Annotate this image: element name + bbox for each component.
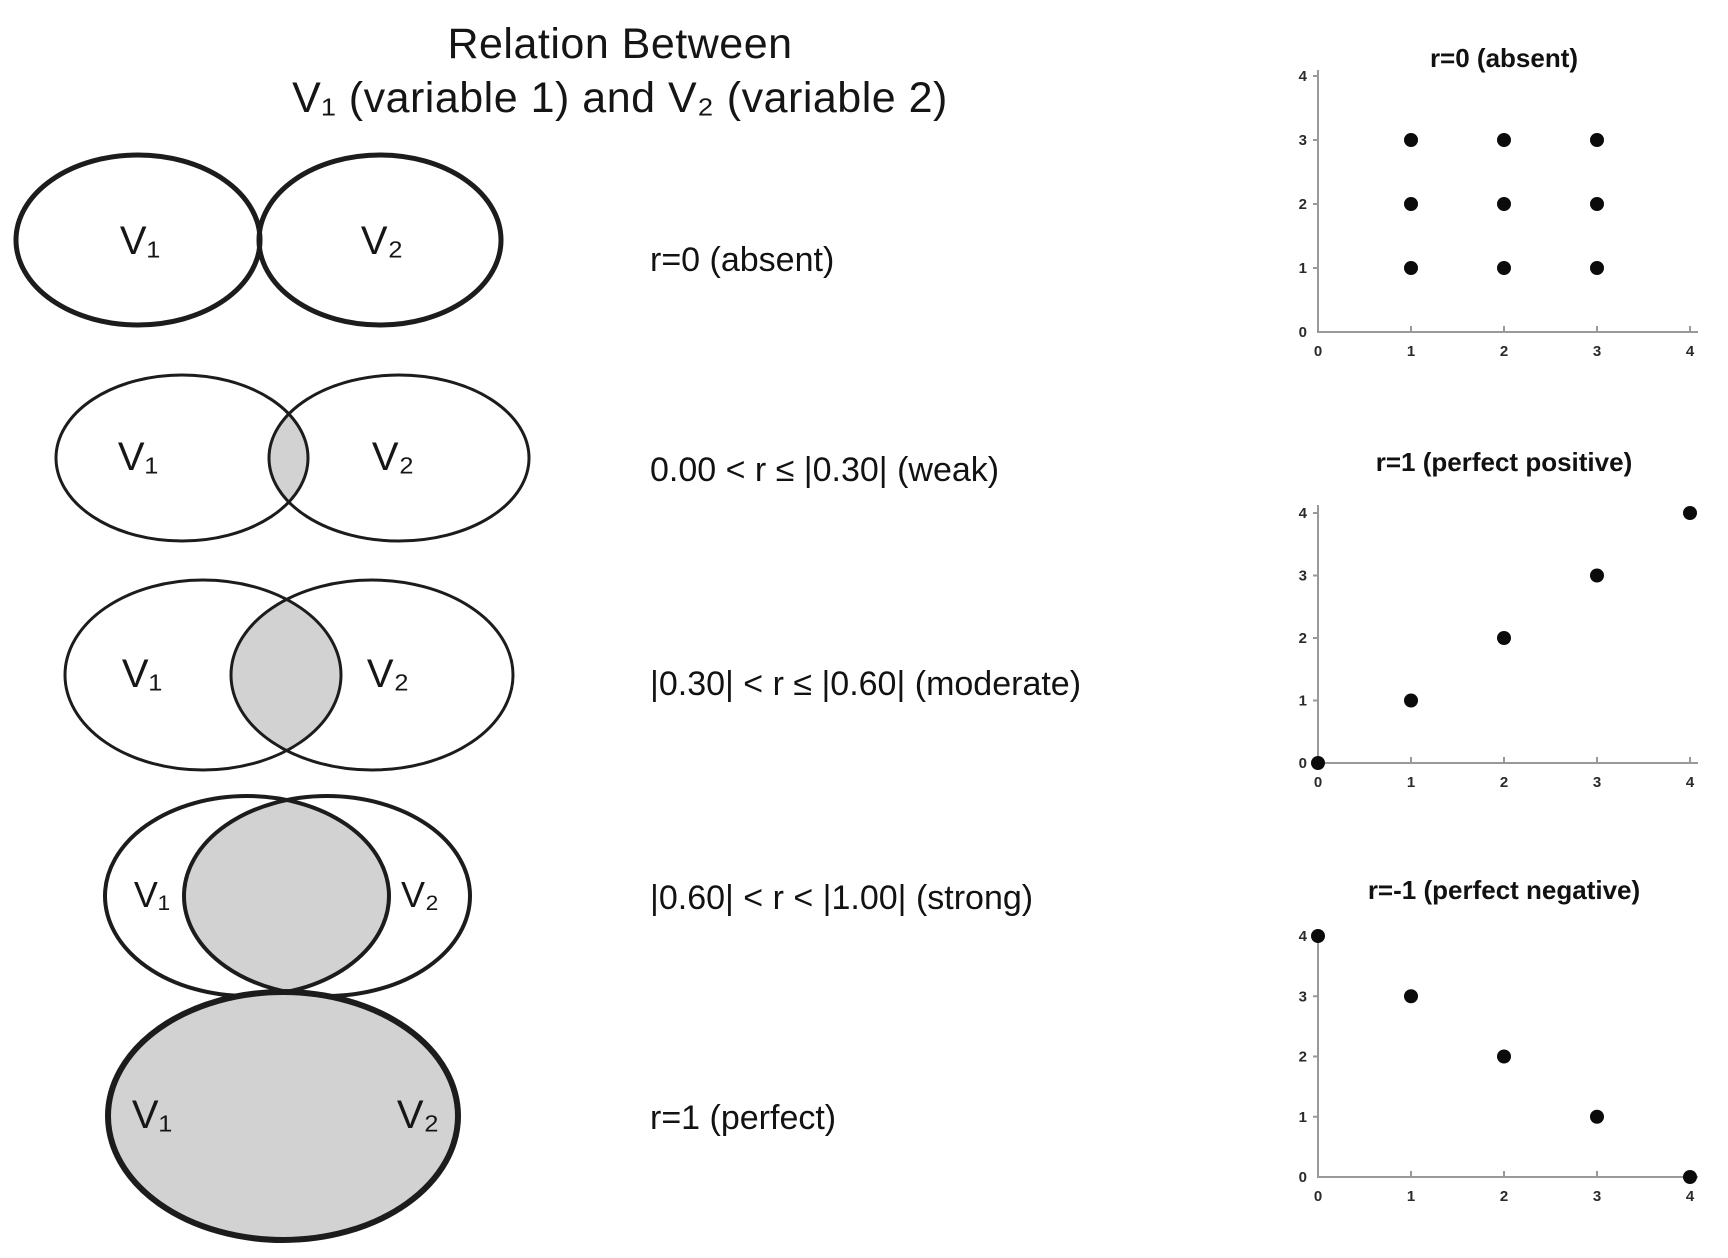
venn-ellipse-v1 (54, 373, 310, 543)
scatter-plot-1: 0 1 2 3 4 0 1 2 3 4 r=1 (perfect positive) (1299, 447, 1698, 791)
venn-v2-label: V₂ (361, 219, 403, 263)
x-tick-label: 3 (1593, 774, 1601, 791)
x-tick-label: 2 (1500, 1188, 1508, 1205)
venn-moderate: V₁ V₂ (63, 578, 515, 772)
scatter-point (1590, 261, 1604, 275)
venn-weak: V₁ V₂ (54, 373, 531, 543)
y-tick-label: 0 (1299, 755, 1307, 772)
scatter-point (1404, 197, 1418, 211)
scatter-point (1404, 133, 1418, 147)
scatter-plot-title: r=0 (absent) (1430, 43, 1578, 73)
scatter-plot-2: 0 1 2 3 4 0 1 2 3 4 r=-1 (perfect negative) (1299, 875, 1698, 1205)
venn-ellipse-v2 (229, 578, 515, 772)
scatter-plot-title: r=1 (perfect positive) (1376, 447, 1632, 477)
relation-label-perfect: r=1 (perfect) (650, 1099, 837, 1137)
venn-v1-label: V₁ (122, 652, 162, 696)
figure-title: Relation Between V₁ (variable 1) and V₂ … (0, 18, 1240, 126)
y-tick-label: 4 (1299, 68, 1308, 85)
scatter-point (1590, 133, 1604, 147)
y-tick-label: 2 (1299, 1049, 1307, 1066)
relation-label-weak: 0.00 < r ≤ |0.30| (weak) (650, 451, 1000, 489)
y-tick-label: 1 (1299, 260, 1307, 277)
x-tick-label: 0 (1314, 1188, 1322, 1205)
relation-label-moderate: |0.30| < r ≤ |0.60| (moderate) (650, 665, 1082, 703)
x-tick-label: 1 (1407, 774, 1415, 791)
scatter-point (1404, 989, 1418, 1004)
x-tick-label: 0 (1314, 774, 1322, 791)
scatter-point (1404, 261, 1418, 275)
y-tick-label: 0 (1299, 1169, 1307, 1186)
y-tick-label: 1 (1299, 1109, 1307, 1126)
axes (1317, 70, 1698, 333)
venn-perfect: V₁ V₂ (105, 989, 461, 1243)
x-tick-label: 2 (1500, 343, 1508, 360)
axes (1317, 930, 1698, 1178)
figure-title-line2: V₁ (variable 1) and V₂ (variable 2) (292, 73, 948, 122)
venn-v1-label: V₁ (134, 874, 170, 915)
figure-title-line1: Relation Between (447, 20, 793, 68)
venn-v1-label: V₁ (118, 435, 158, 479)
scatter-point (1497, 1049, 1511, 1064)
venn-ellipse-v1 (63, 578, 343, 772)
scatter-point (1590, 568, 1604, 583)
x-tick-label: 0 (1314, 343, 1322, 360)
venn-ellipse-v2 (267, 373, 531, 543)
x-tick-label: 1 (1407, 343, 1415, 360)
y-tick-label: 3 (1299, 988, 1307, 1005)
y-tick-label: 1 (1299, 693, 1307, 710)
scatter-point (1404, 693, 1418, 708)
venn-v2-label: V₂ (367, 652, 409, 696)
venn-v1-label: V₁ (132, 1093, 172, 1137)
relation-label-strong: |0.60| < r < |1.00| (strong) (650, 879, 1034, 917)
scatter-point (1683, 1170, 1697, 1184)
y-tick-label: 2 (1299, 196, 1307, 213)
y-tick-label: 3 (1299, 568, 1307, 585)
x-tick-label: 1 (1407, 1188, 1415, 1205)
scatter-point (1311, 929, 1325, 943)
venn-ellipse-merged (105, 989, 461, 1243)
relation-label-absent: r=0 (absent) (650, 241, 835, 279)
scatter-point (1311, 756, 1325, 770)
scatter-point (1590, 197, 1604, 211)
x-tick-label: 2 (1500, 774, 1508, 791)
y-tick-label: 0 (1299, 324, 1307, 341)
scatter-point (1497, 197, 1511, 211)
scatter-point (1590, 1109, 1604, 1124)
x-tick-label: 4 (1686, 1188, 1695, 1205)
x-tick-label: 3 (1593, 1188, 1601, 1205)
venn-v2-label: V₂ (397, 1093, 439, 1137)
scatter-point (1497, 133, 1511, 147)
venn-v2-label: V₂ (372, 435, 414, 479)
venn-ellipse-v2 (256, 152, 504, 328)
y-tick-label: 4 (1299, 505, 1308, 522)
scatter-plot-0: 0 1 2 3 4 0 1 2 3 4 r=0 (absent) (1299, 43, 1698, 360)
y-tick-label: 4 (1299, 928, 1308, 945)
scatter-plot-title: r=-1 (perfect negative) (1368, 875, 1640, 905)
scatter-point (1683, 506, 1697, 520)
scatter-point (1497, 631, 1511, 645)
x-tick-label: 4 (1686, 343, 1695, 360)
scatter-point (1497, 261, 1511, 275)
y-tick-label: 2 (1299, 630, 1307, 647)
venn-absent: V₁ V₂ (13, 152, 504, 328)
y-tick-label: 3 (1299, 132, 1307, 149)
venn-overlap-shade (184, 796, 389, 996)
x-tick-label: 3 (1593, 343, 1601, 360)
venn-v2-label: V₂ (401, 874, 439, 915)
x-tick-label: 4 (1686, 774, 1695, 791)
venn-v1-label: V₁ (120, 219, 160, 263)
venn-overlap-shade (231, 580, 341, 770)
